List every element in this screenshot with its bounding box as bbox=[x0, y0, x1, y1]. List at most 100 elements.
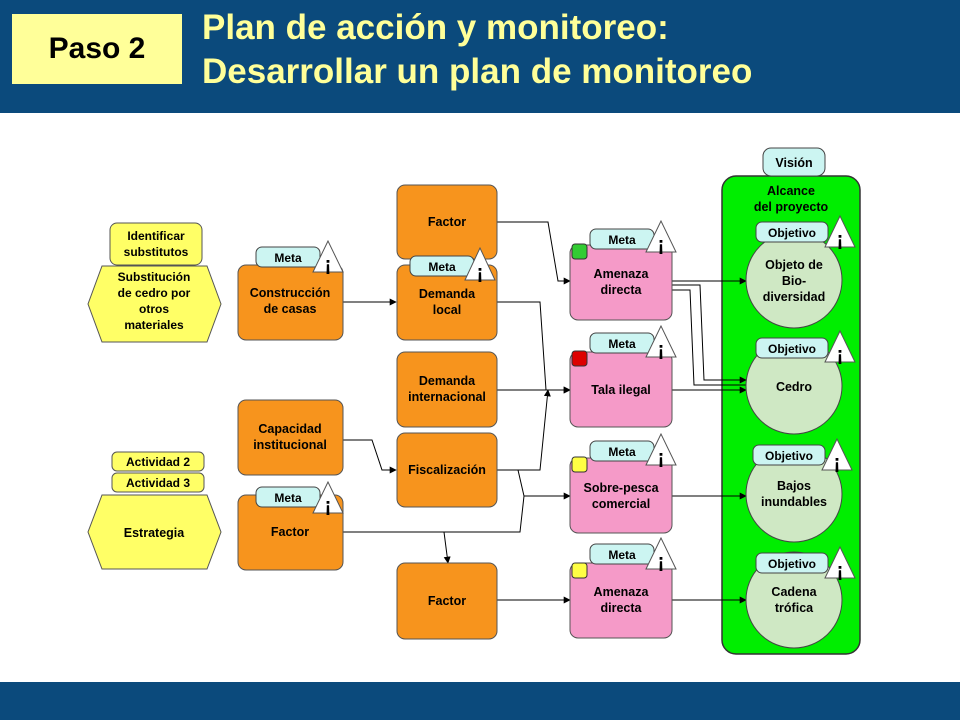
meta-tab-label: Meta bbox=[274, 491, 302, 505]
activity-2 bbox=[111, 451, 205, 472]
factor-fiscalizacion bbox=[396, 432, 498, 508]
strategy-substitucion-line-1: Substitución bbox=[118, 270, 191, 284]
strategy-estrategia-label: Estrategia bbox=[124, 526, 185, 540]
threat-amenaza-2-line-1: Amenaza bbox=[594, 585, 650, 599]
strategy-substitucion-line-4: materiales bbox=[124, 318, 184, 332]
indicator-glyph: ¡ bbox=[837, 229, 844, 251]
objective-tab bbox=[755, 221, 829, 243]
indicator-glyph: ¡ bbox=[658, 447, 665, 469]
title-line-2: Desarrollar un plan de monitoreo bbox=[202, 52, 753, 91]
indicator-icon bbox=[821, 437, 853, 471]
indicator-glyph: ¡ bbox=[837, 344, 844, 366]
arrow-demanda-tala bbox=[497, 301, 571, 394]
arrow-fiscalizacion-tala bbox=[497, 389, 551, 471]
indicator-icon bbox=[645, 432, 677, 466]
target-bio-line-2: Bio- bbox=[782, 274, 806, 288]
footer-bar bbox=[0, 682, 960, 720]
indicator-icon bbox=[645, 324, 677, 358]
indicator-icon bbox=[312, 480, 344, 514]
indicator-glyph: ¡ bbox=[658, 234, 665, 256]
activity-identificar-line-1: Identificar bbox=[127, 229, 185, 243]
meta-tab-label: Meta bbox=[608, 548, 636, 562]
title-line-1: Plan de acción y monitoreo: bbox=[202, 8, 669, 47]
factor-demanda-int-line-2: internacional bbox=[408, 390, 486, 404]
factor-fiscalizacion-label: Fiscalización bbox=[408, 463, 486, 477]
arrow-fiscalizacion-sobrepesca bbox=[497, 469, 571, 500]
threat-amenaza-1-line-2: directa bbox=[601, 283, 643, 297]
indicator-icons: ¡ ¡ ¡ ¡ ¡ ¡ ¡ ¡ ¡ ¡ ¡ bbox=[312, 214, 856, 582]
activity-identificar-line-2: substitutos bbox=[124, 245, 189, 259]
target-cadena-line-2: trófica bbox=[775, 601, 814, 615]
indicator-icon bbox=[645, 536, 677, 570]
status-square-red bbox=[571, 350, 588, 367]
objective-tabs: Objetivo Objetivo Objetivo Objetivo bbox=[752, 221, 829, 574]
target-bio-line-3: diversidad bbox=[763, 290, 826, 304]
threat-tala-label: Tala ilegal bbox=[591, 383, 651, 397]
target-cadena-line-1: Cadena bbox=[771, 585, 817, 599]
factor-construccion-line-2: de casas bbox=[264, 302, 317, 316]
indicator-glyph: ¡ bbox=[834, 452, 841, 474]
indicator-glyph: ¡ bbox=[325, 254, 332, 276]
meta-tab bbox=[255, 486, 321, 508]
meta-tab-label: Meta bbox=[428, 260, 456, 274]
activity-identificar bbox=[109, 222, 203, 266]
meta-tab-label: Meta bbox=[608, 233, 636, 247]
indicator-icon bbox=[824, 214, 856, 248]
indicator-glyph: ¡ bbox=[477, 262, 484, 284]
objective-tab bbox=[755, 337, 829, 359]
header-bar: Paso 2 Plan de acción y monitoreo: Desar… bbox=[0, 0, 960, 113]
indicator-icon bbox=[464, 246, 496, 281]
factor-construccion-line-1: Construcción bbox=[250, 286, 331, 300]
arrow-capacidad-fiscalizacion bbox=[343, 439, 397, 474]
factor-bottom-label: Factor bbox=[428, 594, 466, 608]
target-bio-line-1: Objeto de bbox=[765, 258, 823, 272]
objective-tab-label: Objetivo bbox=[768, 557, 816, 571]
activity-3 bbox=[111, 472, 205, 493]
meta-tab-label: Meta bbox=[608, 445, 636, 459]
scope-label-2: del proyecto bbox=[754, 200, 829, 214]
indicator-icon bbox=[824, 545, 856, 579]
connectors bbox=[343, 221, 747, 604]
objective-tab bbox=[755, 552, 829, 574]
strategy-estrategia bbox=[87, 494, 222, 570]
factor-top-label: Factor bbox=[428, 215, 466, 229]
indicator-glyph: ¡ bbox=[837, 560, 844, 582]
indicator-icon bbox=[312, 239, 344, 273]
step-badge: Paso 2 bbox=[12, 14, 182, 84]
threat-amenaza-2-line-2: directa bbox=[601, 601, 643, 615]
indicator-icon bbox=[645, 219, 677, 253]
scope-label-1: Alcance bbox=[767, 184, 815, 198]
target-bajos-line-2: inundables bbox=[761, 495, 827, 509]
factor-demanda-local-line-2: local bbox=[433, 303, 462, 317]
target-cadena bbox=[745, 551, 843, 649]
objective-tab-label: Objetivo bbox=[765, 449, 813, 463]
vision-box bbox=[762, 147, 826, 177]
threat-sobrepesca-line-1: Sobre-pesca bbox=[583, 481, 659, 495]
factor-demanda-local-line-1: Demanda bbox=[419, 287, 476, 301]
factor-capacidad bbox=[237, 399, 344, 476]
meta-tab-label: Meta bbox=[274, 251, 302, 265]
activity-2-label: Actividad 2 bbox=[126, 455, 190, 469]
arrow-amenaza-cedro-2 bbox=[672, 289, 746, 386]
indicator-glyph: ¡ bbox=[325, 495, 332, 517]
status-square-yellow-2 bbox=[571, 562, 588, 579]
objective-tab-label: Objetivo bbox=[768, 226, 816, 240]
activity-3-label: Actividad 3 bbox=[126, 476, 190, 490]
threat-amenaza-1-line-1: Amenaza bbox=[594, 267, 650, 281]
indicator-glyph: ¡ bbox=[658, 551, 665, 573]
strategy-substitucion-line-2: de cedro por bbox=[118, 286, 191, 300]
arrow-amenaza-cedro-1 bbox=[672, 284, 747, 384]
vision-label: Visión bbox=[775, 156, 812, 170]
objective-tab-label: Objetivo bbox=[768, 342, 816, 356]
status-square-green bbox=[571, 243, 588, 260]
arrow-factor-amenaza bbox=[497, 221, 571, 285]
target-cedro-label: Cedro bbox=[776, 380, 812, 394]
factor-demanda-int-line-1: Demanda bbox=[419, 374, 476, 388]
factor-capacidad-line-2: institucional bbox=[253, 438, 327, 452]
arrow-factor-factor bbox=[343, 531, 451, 564]
status-square-yellow-1 bbox=[571, 456, 588, 473]
strategy-substitucion bbox=[87, 265, 222, 343]
meta-tabs: Meta Meta Meta Meta Meta Meta Meta bbox=[255, 228, 655, 565]
target-bajos-line-1: Bajos bbox=[777, 479, 811, 493]
